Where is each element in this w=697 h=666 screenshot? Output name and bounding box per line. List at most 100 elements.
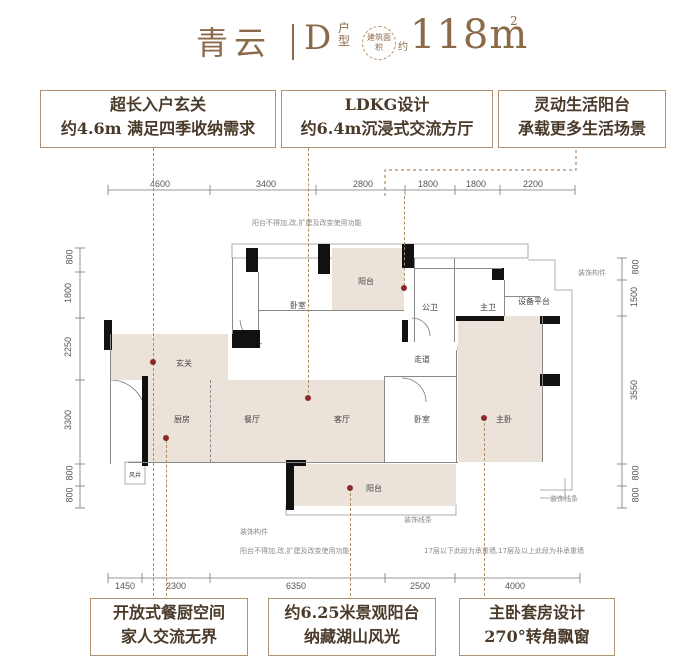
dim-left-1: 800 <box>64 249 75 265</box>
foyer-fill <box>110 334 228 380</box>
partition <box>414 268 502 269</box>
marker-dot <box>401 285 407 291</box>
wall <box>286 460 294 510</box>
dim-left-5: 800 <box>64 465 75 481</box>
callout-kitchen-line2: 家人交流无界 <box>120 627 217 646</box>
note-deco-right-bottom: 装饰线条 <box>550 495 578 503</box>
dim-left-3: 2250 <box>63 336 74 358</box>
partition <box>504 280 505 316</box>
wall <box>492 268 504 280</box>
room-balcony-bottom: 阳台 <box>366 484 382 493</box>
dim-right-2: 1500 <box>629 286 640 308</box>
wall <box>142 376 148 466</box>
callout-balcony-life-line2: 承载更多生活场景 <box>517 119 646 138</box>
callout-view-balcony: 约6.25米景观阳台 纳藏湖山风光 <box>268 598 436 656</box>
callout-balcony-life-line1: 灵动生活阳台 <box>533 95 630 114</box>
note-deco-line: 装饰线条 <box>404 516 432 524</box>
partition <box>456 350 457 462</box>
leader-ldkg <box>308 148 309 398</box>
callout-foyer-line2: 约4.6m 满足四季收纳需求 <box>60 119 256 138</box>
wall <box>290 460 306 466</box>
room-shaft: 风井 <box>129 472 142 479</box>
callout-master-suite-line1: 主卧套房设计 <box>488 603 585 622</box>
living-dining-fill <box>148 380 384 462</box>
callout-foyer: 超长入户玄关 约4.6m 满足四季收纳需求 <box>40 90 276 148</box>
dim-left-2: 1800 <box>63 282 74 304</box>
dim-top-3: 2800 <box>353 179 374 189</box>
marker-dot <box>481 415 487 421</box>
partition <box>110 334 111 464</box>
dim-bottom-3: 6350 <box>286 581 307 591</box>
partition <box>258 272 259 330</box>
wall <box>540 374 560 386</box>
room-foyer: 玄关 <box>176 359 192 368</box>
dim-left-4: 3300 <box>63 409 74 431</box>
partition <box>384 376 456 377</box>
dim-left-6: 800 <box>64 487 75 503</box>
dim-top-6: 2200 <box>523 179 544 189</box>
room-dining: 餐厅 <box>244 415 260 424</box>
dim-top-1: 4600 <box>150 179 171 189</box>
dim-right-4: 800 <box>630 465 641 481</box>
wall <box>246 248 258 272</box>
wall <box>318 244 330 274</box>
master-bedroom-fill <box>458 316 542 462</box>
note-bottom-balcony: 阳台不得加,改,扩建及改变使用功能 <box>240 547 350 555</box>
room-public-bath: 公卫 <box>422 303 438 312</box>
wall <box>456 316 504 321</box>
marker-dot <box>347 485 353 491</box>
area-badge: 建筑面积 <box>362 26 396 60</box>
leader-foyer <box>153 148 154 596</box>
unit-area-sup: 2 <box>510 14 518 28</box>
partition <box>454 258 455 342</box>
callout-master-suite: 主卧套房设计 270°转角飘窗 <box>459 598 615 656</box>
callout-foyer-line1: 超长入户玄关 <box>109 95 206 114</box>
room-bedroom-3: 卧室 <box>414 415 430 424</box>
dim-top-5: 1800 <box>466 179 487 189</box>
partition <box>542 316 543 462</box>
note-deco-left: 装饰构件 <box>240 528 268 536</box>
unit-type-letter: D <box>304 18 332 58</box>
wall <box>104 320 112 350</box>
project-name: 青云 <box>196 24 273 62</box>
note-top-balcony: 阳台不得加,改,扩建及改变使用功能 <box>252 219 362 227</box>
leader-kitchen <box>166 440 167 596</box>
leader-view-balcony <box>350 488 351 596</box>
unit-area: 118m <box>410 12 529 58</box>
callout-ldkg-line2: 约6.4m沉浸式交流方厅 <box>300 119 474 138</box>
partition <box>384 376 385 462</box>
callout-kitchen: 开放式餐厨空间 家人交流无界 <box>90 598 248 656</box>
marker-dot <box>150 359 156 365</box>
partition <box>210 380 212 462</box>
dim-top-2: 3400 <box>256 179 277 189</box>
marker-dot <box>305 395 311 401</box>
plan-title: 青云 D 户型 建筑面积 约 118m 2 <box>0 8 697 66</box>
callout-balcony-life: 灵动生活阳台 承载更多生活场景 <box>498 90 666 148</box>
room-master-bath: 主卫 <box>480 303 496 312</box>
partition <box>258 310 404 311</box>
room-equipment: 设备平台 <box>518 297 550 306</box>
leader-master-suite <box>484 418 485 596</box>
room-corridor: 走道 <box>414 355 430 364</box>
dim-right-1: 800 <box>630 259 641 275</box>
callout-master-suite-line2: 270°转角飘窗 <box>484 627 590 646</box>
wall <box>402 244 414 268</box>
dim-top-4: 1800 <box>418 179 439 189</box>
room-balcony-top: 阳台 <box>358 277 374 286</box>
wall <box>232 330 260 348</box>
room-kitchen: 厨房 <box>174 415 190 424</box>
marker-dot <box>163 435 169 441</box>
callout-kitchen-line1: 开放式餐厨空间 <box>112 603 225 622</box>
partition <box>504 296 540 297</box>
dim-bottom-2: 2300 <box>166 581 187 591</box>
note-deco-right-top: 装饰构件 <box>578 269 606 277</box>
callout-view-balcony-line1: 约6.25米景观阳台 <box>284 603 420 622</box>
callout-ldkg-line1: LDKG设计 <box>344 95 430 114</box>
unit-type-label: 户型 <box>338 21 351 48</box>
note-floor: 17层以下此段为承重墙,17层及以上此段为非承重墙 <box>424 547 585 555</box>
wall <box>540 316 560 324</box>
callout-view-balcony-line2: 纳藏湖山风光 <box>303 627 400 646</box>
room-bedroom-2: 卧室 <box>290 301 306 310</box>
area-about: 约 <box>398 42 408 53</box>
wall <box>402 320 408 342</box>
